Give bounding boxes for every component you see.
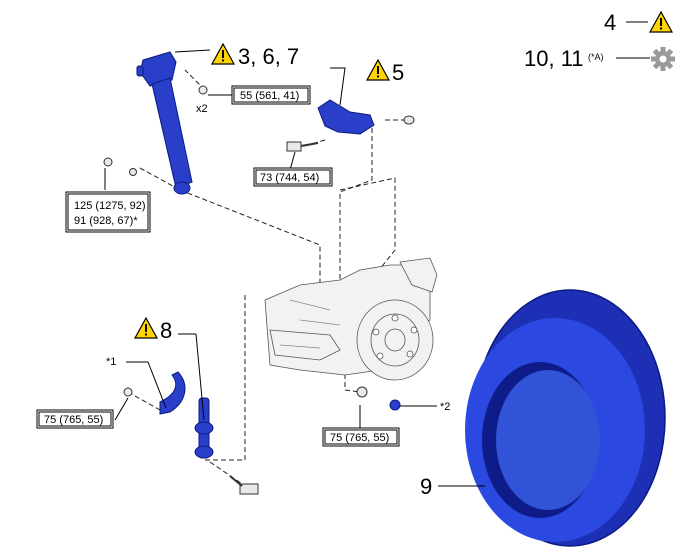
tire-wheel bbox=[465, 289, 666, 547]
note-star1: *1 bbox=[106, 356, 116, 368]
stabilizer-bar-end bbox=[159, 371, 186, 415]
fasteners bbox=[103, 85, 415, 495]
torque-spec-73: 73 (744, 54) bbox=[253, 167, 333, 187]
bolt-head-55 bbox=[198, 85, 208, 95]
bolt-link bbox=[239, 483, 259, 495]
svg-text:75 (765, 55): 75 (765, 55) bbox=[330, 432, 389, 444]
svg-text:91 (928, 67)*: 91 (928, 67)* bbox=[74, 215, 138, 227]
torque-spec-75-mid: 75 (765, 55) bbox=[322, 427, 400, 447]
svg-text:55 (561, 41): 55 (561, 41) bbox=[240, 90, 299, 102]
bolt-73 bbox=[286, 141, 302, 152]
upper-bracket bbox=[317, 67, 375, 135]
callout-10-11: 10, 11 bbox=[524, 46, 584, 71]
nut-link-lower bbox=[123, 387, 133, 397]
nut-bracket bbox=[403, 115, 415, 125]
rear-axle-assembly bbox=[264, 257, 438, 381]
bolt-star2 bbox=[389, 399, 401, 411]
callout-3-6-7: 3, 6, 7 bbox=[238, 44, 299, 69]
caution-triangle-icon bbox=[210, 42, 236, 65]
svg-text:125 (1275, 92): 125 (1275, 92) bbox=[74, 200, 146, 212]
stabilizer-link bbox=[194, 397, 214, 459]
nut-shock-upper bbox=[103, 157, 113, 167]
callout-10-11-note: (*A) bbox=[588, 52, 604, 62]
torque-spec-75-left: 75 (765, 55) bbox=[36, 409, 114, 429]
svg-text:75 (765, 55): 75 (765, 55) bbox=[44, 414, 103, 426]
gear-icon bbox=[651, 47, 675, 71]
caution-triangle-icon bbox=[648, 10, 674, 33]
leader-lines bbox=[104, 21, 650, 487]
svg-text:73 (744, 54): 73 (744, 54) bbox=[260, 172, 319, 184]
callout-8: 8 bbox=[160, 318, 172, 343]
note-star2: *2 bbox=[440, 401, 450, 413]
callout-5: 5 bbox=[392, 60, 404, 85]
shock-absorber bbox=[136, 51, 193, 195]
washer-shock bbox=[129, 168, 137, 176]
torque-spec-55: 55 (561, 41) bbox=[231, 85, 311, 105]
caution-triangle-icon bbox=[365, 58, 391, 81]
nut-75-mid bbox=[356, 386, 368, 398]
quantity-note: x2 bbox=[196, 103, 208, 115]
callout-9: 9 bbox=[420, 474, 432, 499]
caution-triangle-icon bbox=[133, 316, 159, 339]
torque-spec-125: 125 (1275, 92) 91 (928, 67)* bbox=[65, 191, 151, 233]
callout-4: 4 bbox=[604, 10, 616, 35]
